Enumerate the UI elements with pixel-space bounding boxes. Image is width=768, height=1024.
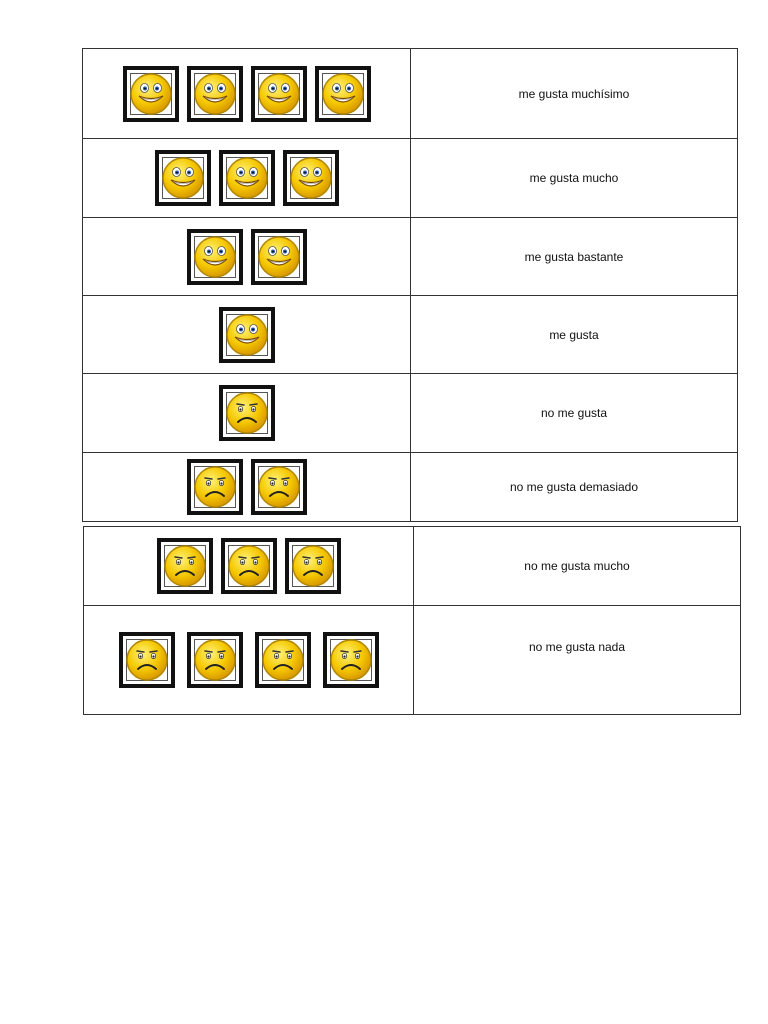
face-frame (254, 632, 311, 688)
face-frame (220, 538, 277, 594)
label-cell: me gusta mucho (410, 139, 737, 217)
scale-row-4: me gusta (82, 295, 738, 374)
label-cell: no me gusta nada (413, 606, 740, 714)
face-frame (218, 306, 275, 363)
face-frame (322, 632, 379, 688)
label-cell: me gusta muchísimo (410, 49, 737, 138)
faces-cell (83, 453, 410, 521)
rating-label: me gusta muchísimo (518, 86, 630, 101)
happy-face-icon (193, 235, 237, 279)
sad-face-icon (257, 465, 301, 509)
label-cell: no me gusta demasiado (410, 453, 737, 521)
happy-face-icon (321, 72, 365, 116)
happy-face-icon (129, 72, 173, 116)
sad-face-icon (329, 638, 373, 682)
happy-face-icon (257, 235, 301, 279)
faces-cell (83, 296, 410, 373)
scale-row-7: no me gusta mucho (83, 526, 741, 606)
scale-row-3: me gusta bastante (82, 217, 738, 296)
happy-face-icon (225, 156, 269, 200)
faces-cell (83, 49, 410, 138)
happy-face-icon (257, 72, 301, 116)
sad-face-icon (193, 465, 237, 509)
face-frame (154, 150, 211, 206)
label-cell: me gusta (410, 296, 737, 373)
sad-face-icon (225, 391, 269, 435)
scale-row-5: no me gusta (82, 373, 738, 453)
face-frame (250, 228, 307, 285)
face-frame (314, 65, 371, 122)
sad-face-icon (291, 544, 335, 588)
face-frame (186, 459, 243, 515)
face-frame (186, 228, 243, 285)
happy-face-icon (193, 72, 237, 116)
face-frame (186, 65, 243, 122)
happy-face-icon (289, 156, 333, 200)
sad-face-icon (125, 638, 169, 682)
label-cell: no me gusta mucho (413, 527, 740, 605)
sad-face-icon (163, 544, 207, 588)
sad-face-icon (193, 638, 237, 682)
face-frame (250, 65, 307, 122)
scale-row-2: me gusta mucho (82, 138, 738, 218)
face-frame (284, 538, 341, 594)
face-frame (218, 385, 275, 441)
scale-row-6: no me gusta demasiado (82, 452, 738, 522)
rating-label: no me gusta mucho (524, 559, 630, 573)
face-frame (118, 632, 175, 688)
faces-cell (84, 606, 413, 714)
sad-face-icon (227, 544, 271, 588)
happy-face-icon (161, 156, 205, 200)
face-frame (156, 538, 213, 594)
rating-label: no me gusta (540, 406, 608, 420)
happy-face-icon (225, 313, 269, 357)
label-cell: no me gusta (410, 374, 737, 452)
scale-row-1: me gusta muchísimo (82, 48, 738, 139)
face-frame (250, 459, 307, 515)
face-frame (282, 150, 339, 206)
rating-label: me gusta (549, 327, 599, 342)
rating-label: me gusta mucho (529, 171, 619, 185)
faces-cell (83, 374, 410, 452)
faces-cell (83, 139, 410, 217)
sad-face-icon (261, 638, 305, 682)
label-cell: me gusta bastante (410, 218, 737, 295)
rating-label: me gusta bastante (524, 249, 624, 264)
faces-cell (83, 218, 410, 295)
rating-label: no me gusta nada (528, 640, 626, 654)
faces-cell (84, 527, 413, 605)
face-frame (218, 150, 275, 206)
rating-label: no me gusta demasiado (509, 480, 639, 494)
face-frame (122, 65, 179, 122)
face-frame (186, 632, 243, 688)
scale-row-8: no me gusta nada (83, 605, 741, 715)
